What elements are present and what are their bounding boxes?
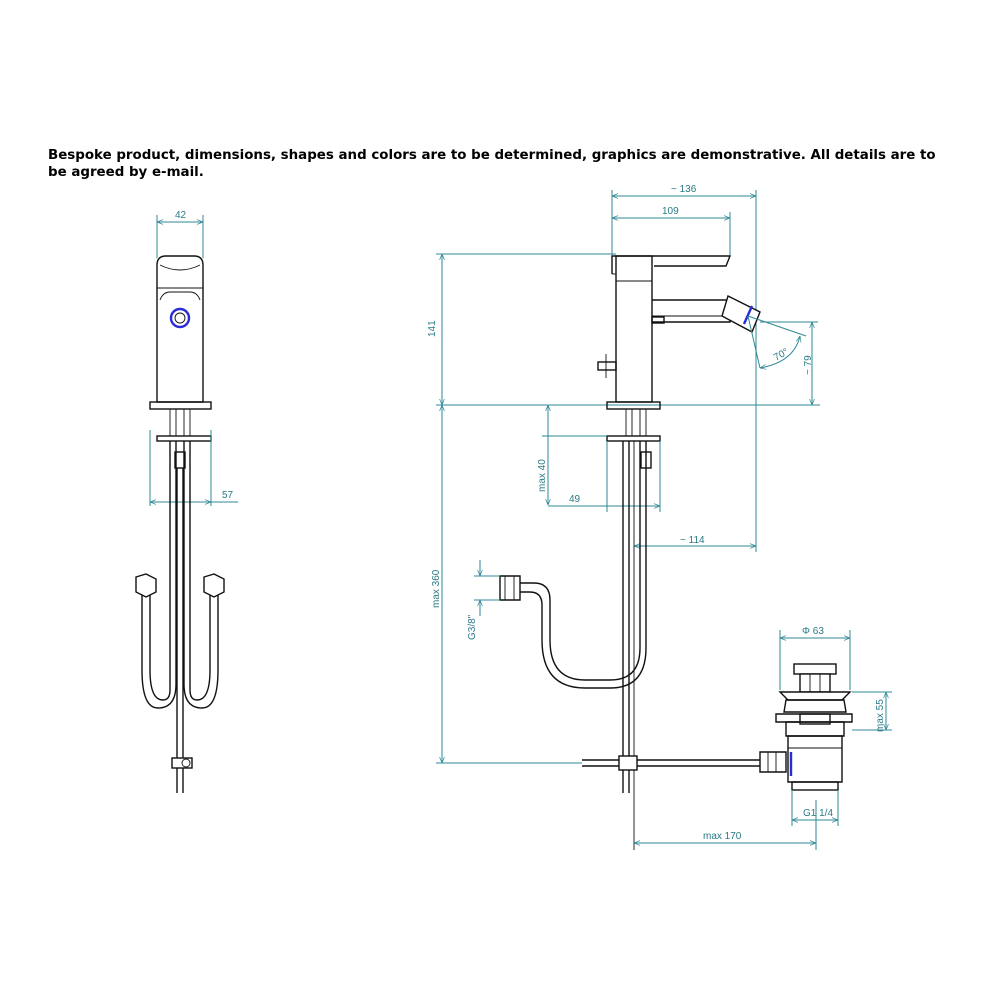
side-view <box>436 190 892 850</box>
dim-max170: max 170 <box>703 831 742 842</box>
faucet-body-side <box>615 255 653 403</box>
dim-49: 49 <box>569 494 581 505</box>
dim-141: 141 <box>427 320 438 337</box>
dim-57: 57 <box>222 490 234 501</box>
aerator-outlet <box>169 307 191 329</box>
lever-handle <box>611 255 732 274</box>
faucet-body-front <box>156 255 204 403</box>
dim-79: ~ 79 <box>803 355 814 375</box>
dim-109: 109 <box>662 206 679 217</box>
dim-114: ~ 114 <box>680 535 705 546</box>
front-view <box>135 215 238 793</box>
drain-waste <box>759 663 853 791</box>
dim-70: 70° <box>772 347 791 364</box>
dim-max40: max 40 <box>537 459 548 492</box>
dim-max55: max 55 <box>875 699 886 732</box>
disclaimer-text: Bespoke product, dimensions, shapes and … <box>48 148 936 180</box>
dim-g114: G1 1/4 <box>803 808 833 819</box>
dim-phi63: Φ 63 <box>802 626 824 637</box>
base-plate-front <box>149 401 212 410</box>
dim-max360: max 360 <box>431 569 442 608</box>
dim-136: ~ 136 <box>671 184 697 195</box>
dim-42: 42 <box>175 210 187 221</box>
dim-g38: G3/8" <box>467 614 478 640</box>
